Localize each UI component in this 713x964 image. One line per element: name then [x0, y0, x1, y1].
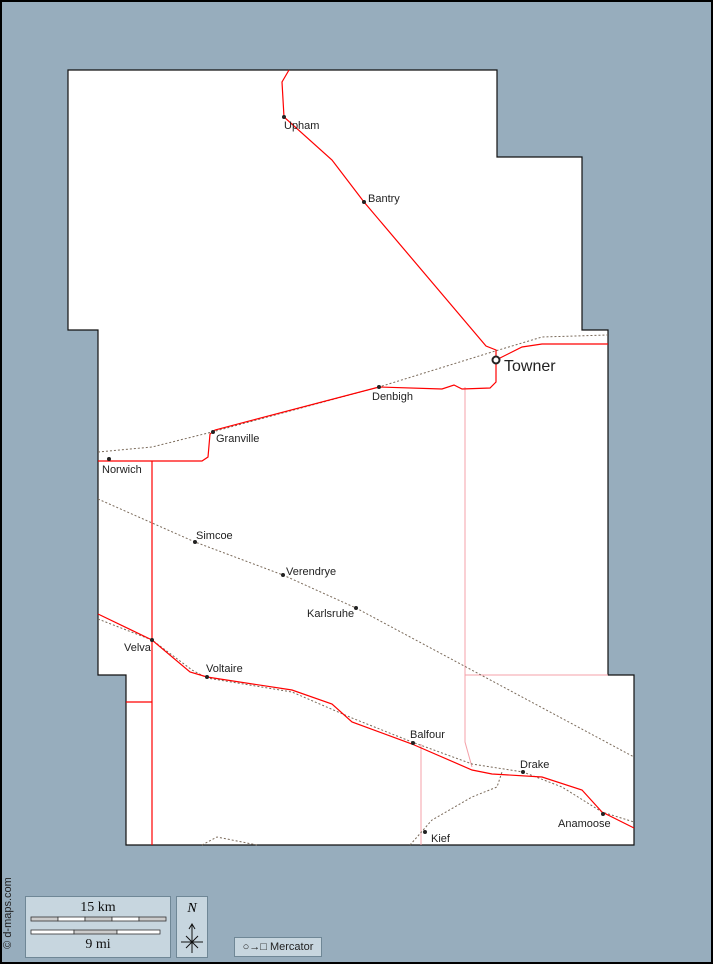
place-label: Verendrye	[286, 566, 336, 578]
place-label: Karlsruhe	[307, 608, 354, 620]
town-dot-kief	[423, 830, 427, 834]
county-boundary	[67, 69, 635, 846]
place-label: Simcoe	[196, 530, 233, 542]
place-label: Voltaire	[206, 663, 243, 675]
place-label: Kief	[431, 833, 451, 845]
projection-icon: ○→□	[242, 941, 270, 953]
town-dot-simcoe	[193, 540, 197, 544]
compass-icon	[181, 923, 203, 953]
north-arrow: N	[176, 896, 208, 958]
projection-label: Mercator	[269, 941, 314, 953]
place-label: Balfour	[410, 729, 445, 741]
scale-mi-label: 9 mi	[85, 937, 111, 952]
place-label: Velva	[124, 642, 152, 654]
place-label: Upham	[284, 120, 319, 132]
town-dot-velva	[150, 638, 154, 642]
town-dot-norwich	[107, 457, 111, 461]
town-dot-balfour	[411, 741, 415, 745]
town-dot-denbigh	[377, 385, 381, 389]
place-label: Granville	[216, 433, 259, 445]
town-dot-granville	[211, 430, 215, 434]
north-label: N	[187, 901, 197, 916]
town-dot-drake	[521, 770, 525, 774]
place-label: Denbigh	[372, 391, 413, 403]
place-label: Drake	[520, 759, 549, 771]
scale-bars	[30, 916, 167, 935]
town-dot-karlsruhe	[354, 606, 358, 610]
place-label: Norwich	[102, 464, 142, 476]
scale-bar: 15 km 9 mi	[25, 896, 171, 958]
places: Upham Bantry Denbigh Granville Norwich S…	[102, 115, 611, 845]
credit-text: © d-maps.com	[1, 877, 14, 949]
projection-box: ○→□ Mercator	[234, 937, 322, 957]
town-dot-voltaire	[205, 675, 209, 679]
roads	[97, 69, 635, 845]
minor-roads	[420, 387, 608, 845]
town-dot-anamoose	[601, 812, 605, 816]
county-seat-marker	[491, 355, 501, 365]
town-dot-verendrye	[281, 573, 285, 577]
place-label: Bantry	[368, 193, 400, 205]
town-dot-upham	[282, 115, 286, 119]
place-label: Anamoose	[558, 818, 611, 830]
scale-km-label: 15 km	[80, 900, 116, 915]
town-dot-bantry	[362, 200, 366, 204]
county-seat-label: Towner	[504, 358, 556, 375]
